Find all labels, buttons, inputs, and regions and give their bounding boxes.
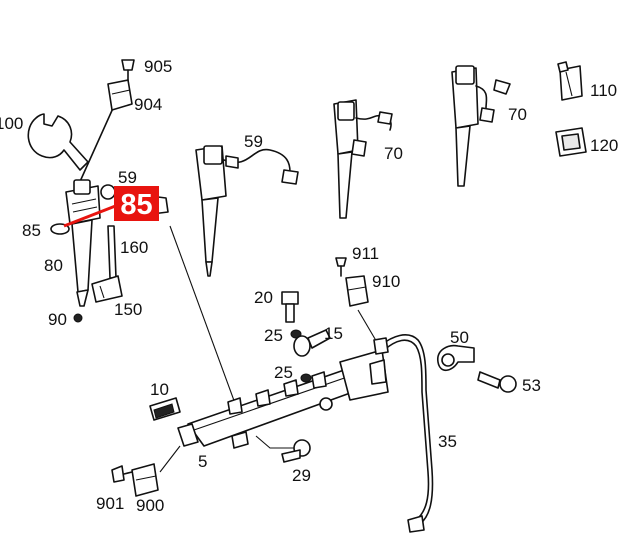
label-90[interactable]: 90 bbox=[48, 310, 67, 329]
leader-line-5 bbox=[159, 445, 181, 473]
part-53-bolt[interactable] bbox=[477, 371, 517, 393]
part-20-bolt[interactable] bbox=[281, 291, 299, 323]
injector-center-right[interactable] bbox=[333, 99, 393, 219]
label-910[interactable]: 910 bbox=[372, 272, 400, 291]
label-35[interactable]: 35 bbox=[438, 432, 457, 451]
part-10-sensor[interactable] bbox=[149, 397, 181, 421]
label-901[interactable]: 901 bbox=[96, 494, 124, 513]
leader-line-59 bbox=[169, 225, 237, 407]
label-911[interactable]: 911 bbox=[352, 244, 379, 263]
part-25-washer-top[interactable] bbox=[290, 329, 302, 339]
part-120-clip[interactable] bbox=[555, 127, 587, 157]
injector-center-left[interactable] bbox=[195, 145, 299, 277]
leader-line-911 bbox=[357, 309, 379, 345]
fuel-rail[interactable] bbox=[177, 349, 389, 449]
label-53[interactable]: 53 bbox=[522, 376, 541, 395]
highlight-marker[interactable]: 85 bbox=[63, 186, 159, 228]
part-25-washer-bottom[interactable] bbox=[300, 373, 312, 383]
part-50-clamp[interactable] bbox=[437, 344, 475, 372]
part-911-screw[interactable] bbox=[335, 257, 347, 277]
label-50[interactable]: 50 bbox=[450, 328, 469, 347]
part-901-screw[interactable] bbox=[111, 465, 133, 483]
injector-right[interactable] bbox=[451, 65, 511, 187]
label-25-top[interactable]: 25 bbox=[264, 326, 283, 345]
label-70-right[interactable]: 70 bbox=[508, 105, 527, 124]
part-29-bolt[interactable] bbox=[281, 439, 311, 463]
label-110[interactable]: 110 bbox=[590, 81, 617, 100]
part-160-pin[interactable] bbox=[107, 225, 117, 279]
label-25-bottom[interactable]: 25 bbox=[274, 363, 293, 382]
part-90-washer[interactable] bbox=[73, 313, 83, 323]
label-10[interactable]: 10 bbox=[150, 380, 169, 399]
part-900-connector[interactable] bbox=[131, 463, 159, 497]
label-70-center[interactable]: 70 bbox=[384, 144, 403, 163]
label-15[interactable]: 15 bbox=[324, 324, 343, 343]
wrench-icon bbox=[27, 113, 89, 171]
label-59-center[interactable]: 59 bbox=[244, 132, 263, 151]
part-35-fuel-line[interactable] bbox=[373, 334, 434, 533]
label-150[interactable]: 150 bbox=[114, 300, 142, 319]
label-900[interactable]: 900 bbox=[136, 496, 164, 515]
highlight-leader-line bbox=[63, 203, 119, 228]
label-29[interactable]: 29 bbox=[292, 466, 311, 485]
highlight-box bbox=[114, 186, 159, 221]
label-905[interactable]: 905 bbox=[144, 57, 172, 76]
label-59-left[interactable]: 59 bbox=[118, 168, 137, 187]
label-5[interactable]: 5 bbox=[198, 452, 207, 471]
part-150-clamp[interactable] bbox=[91, 275, 123, 303]
injector-left[interactable] bbox=[65, 105, 115, 307]
label-120[interactable]: 120 bbox=[590, 136, 618, 155]
part-110-bracket[interactable] bbox=[557, 61, 583, 101]
label-85[interactable]: 85 bbox=[22, 221, 41, 240]
part-905-screw[interactable] bbox=[121, 59, 135, 83]
label-100[interactable]: 100 bbox=[0, 114, 23, 133]
label-160[interactable]: 160 bbox=[120, 238, 148, 257]
label-20[interactable]: 20 bbox=[254, 288, 273, 307]
part-904-connector[interactable] bbox=[107, 79, 133, 111]
part-910-connector[interactable] bbox=[345, 275, 369, 307]
part-15-banjo[interactable] bbox=[293, 329, 331, 357]
highlight-label: 85 bbox=[120, 189, 152, 221]
label-80[interactable]: 80 bbox=[44, 256, 63, 275]
label-904[interactable]: 904 bbox=[134, 95, 162, 114]
